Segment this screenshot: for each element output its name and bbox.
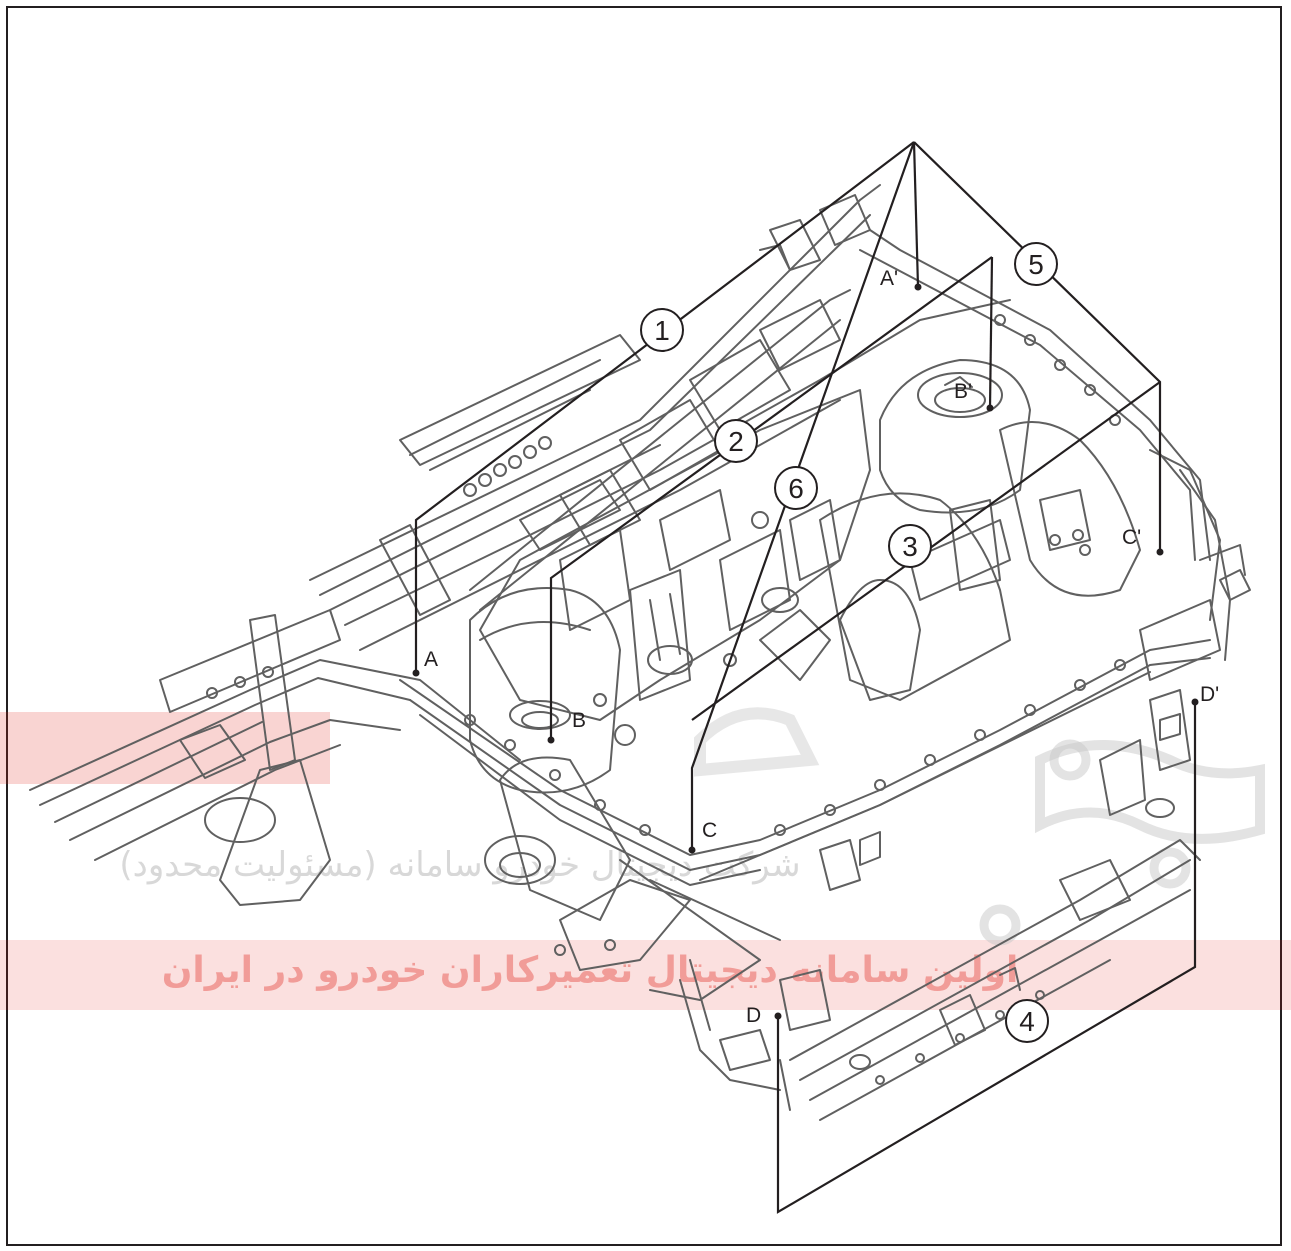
right-strut-tower	[879, 359, 1141, 597]
leader-6	[690, 141, 916, 850]
watermark: شرکت دیجیتال خودرو سامانه (مسئولیت محدود…	[0, 707, 1291, 1010]
callout-1-number: 1	[654, 315, 670, 346]
leader-1b	[912, 141, 920, 288]
point-d-dot	[774, 1012, 782, 1020]
callout-4: 4	[1005, 999, 1049, 1043]
point-b-prime-dot	[986, 404, 994, 412]
callout-6: 6	[774, 466, 818, 510]
point-c-label: C	[702, 819, 717, 842]
point-d-prime-dot	[1191, 698, 1199, 706]
point-c-prime-label: C'	[1122, 526, 1141, 549]
leader-4	[776, 702, 1197, 1214]
front-lower-cross-member	[779, 689, 1201, 1121]
callout-5-number: 5	[1028, 249, 1044, 280]
callout-circles: 1 2 3 4 5 6	[640, 242, 1058, 1043]
callout-2-number: 2	[728, 426, 744, 457]
point-a-prime-dot	[914, 283, 922, 291]
reference-point-labels: A A' B B' C C' D D'	[424, 267, 1219, 1027]
left-side-rail	[29, 609, 521, 906]
body-structure-drawing	[29, 184, 1251, 1121]
left-strut-tower	[469, 587, 636, 794]
point-c-prime-dot	[1156, 548, 1164, 556]
point-b-dot	[547, 736, 555, 744]
callout-2: 2	[714, 419, 758, 463]
right-apron-rail	[859, 229, 1251, 661]
leader-2	[549, 256, 993, 740]
callout-3: 3	[888, 524, 932, 568]
diagram-frame	[6, 6, 1282, 1246]
left-front-lower-member	[484, 756, 861, 1091]
point-d-label: D	[746, 1004, 761, 1027]
point-a-label: A	[424, 648, 438, 671]
point-a-dot	[412, 669, 420, 677]
dash-panel	[479, 389, 871, 721]
callout-6-number: 6	[788, 473, 804, 504]
watermark-line-2: اولین سامانه دیجیتال تعمیرکاران خودرو در…	[162, 950, 1019, 991]
point-b-prime-label: B'	[954, 380, 972, 403]
point-c-dot	[688, 846, 696, 854]
callout-3-number: 3	[902, 531, 918, 562]
leader-lines	[414, 141, 1197, 1214]
leader-2b	[988, 256, 994, 409]
callout-4-number: 4	[1019, 1006, 1035, 1037]
leader-1	[414, 141, 915, 673]
point-a-prime-label: A'	[880, 267, 898, 290]
callout-5: 5	[1014, 242, 1058, 286]
reference-points	[412, 283, 1199, 1020]
point-d-prime-label: D'	[1200, 683, 1219, 706]
leader-5	[913, 141, 1162, 552]
point-b-label: B	[572, 709, 586, 732]
watermark-line-1: شرکت دیجیتال خودرو سامانه (مسئولیت محدود…	[119, 845, 800, 885]
callout-1: 1	[640, 308, 684, 352]
